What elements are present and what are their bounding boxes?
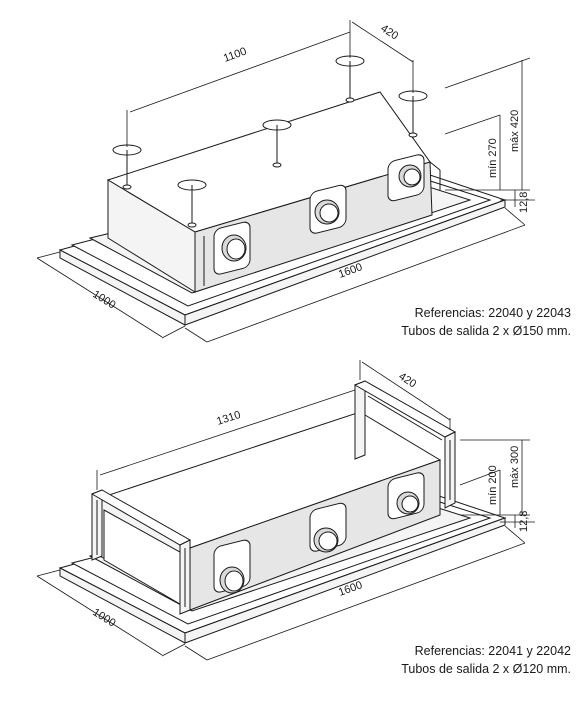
dim-height-min: mín 270 bbox=[487, 138, 499, 178]
reference-block-bottom: Referencias: 22041 y 22042 Tubos de sali… bbox=[401, 642, 571, 678]
outlet-right bbox=[387, 154, 425, 202]
hood-top-diagram: 1100 420 mín 270 máx 420 12,8 1600 1000 bbox=[36, 20, 535, 343]
outlet-tubes-spec: Tubos de salida 2 x Ø150 mm. bbox=[401, 324, 571, 338]
dim-width-base: 1000 bbox=[90, 288, 117, 311]
reference-block-top: Referencias: 22040 y 22043 Tubos de sali… bbox=[401, 304, 571, 340]
mount-frame-left bbox=[90, 489, 192, 615]
outlet-center bbox=[309, 184, 347, 234]
dim-thickness: 12,8 bbox=[518, 511, 530, 532]
dimension-lines bbox=[36, 360, 535, 661]
dim-height-max: máx 300 bbox=[509, 446, 521, 488]
dim-depth-top: 420 bbox=[378, 22, 400, 42]
outlet-left bbox=[213, 221, 251, 275]
dimension-lines bbox=[36, 20, 535, 343]
dim-length-top: 1100 bbox=[222, 45, 248, 64]
dim-thickness: 12,8 bbox=[518, 192, 530, 213]
outlet-left bbox=[213, 539, 251, 594]
reference-codes: Referencias: 22040 y 22043 bbox=[414, 306, 571, 320]
dim-length-top: 1310 bbox=[215, 409, 242, 428]
reference-codes: Referencias: 22041 y 22042 bbox=[414, 644, 571, 658]
dim-height-min: mín 200 bbox=[487, 465, 499, 505]
outlet-right bbox=[387, 472, 425, 520]
outlet-center bbox=[309, 502, 347, 553]
hood-bottom-diagram: 1310 420 mín 200 máx 300 12,8 1600 1000 bbox=[36, 360, 535, 661]
mount-frame-right bbox=[353, 380, 457, 509]
dim-height-max: máx 420 bbox=[509, 110, 521, 152]
dim-width-base: 1000 bbox=[90, 606, 117, 629]
dim-depth-top: 420 bbox=[396, 370, 418, 390]
support-rods bbox=[112, 55, 428, 228]
outlet-tubes-spec: Tubos de salida 2 x Ø120 mm. bbox=[401, 662, 571, 676]
